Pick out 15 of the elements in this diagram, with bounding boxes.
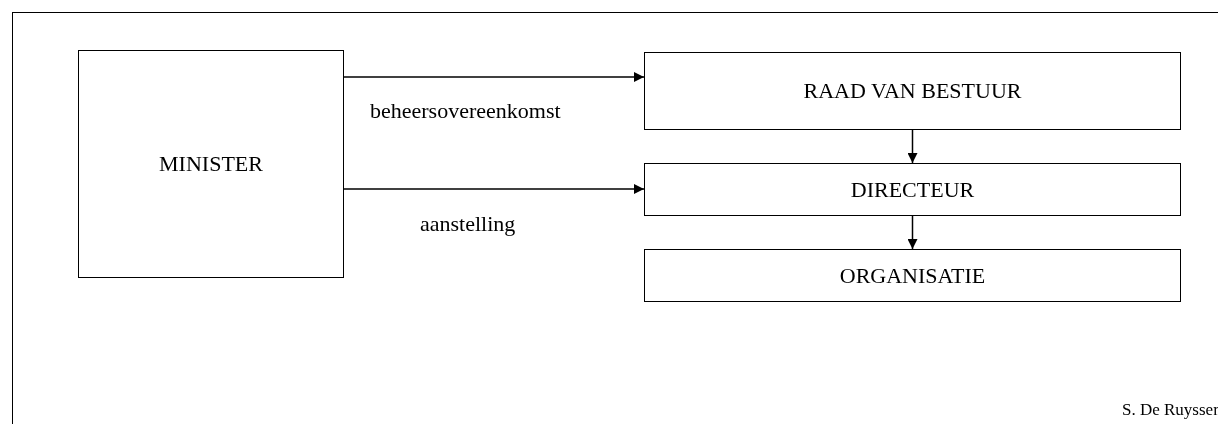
author-credit: S. De Ruysser [1122,400,1218,420]
arrow [907,215,918,250]
process-box [644,163,1181,216]
arrow [343,72,645,82]
box-label: DIRECTEUR [850,176,975,203]
edge-label: aanstelling [420,211,516,237]
process-box [644,52,1181,130]
box-label: MINISTER [159,151,263,177]
process-box [644,249,1181,302]
box-label: ORGANISATIE [839,262,986,289]
arrow [907,129,918,164]
process-box [78,50,344,278]
arrow [343,184,645,194]
edge-label: beheersovereenkomst [370,98,561,124]
box-label: RAAD VAN BESTUUR [803,78,1022,104]
